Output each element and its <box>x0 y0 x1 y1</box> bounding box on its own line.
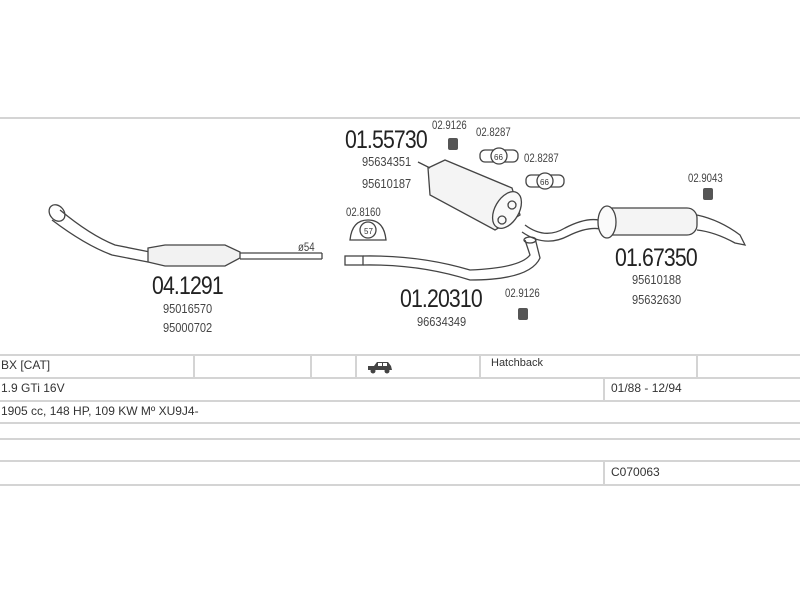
divider <box>0 117 800 119</box>
front-pipe-oe-1: 95016570 <box>163 301 213 316</box>
vehicle-model: BX [CAT] <box>1 358 51 372</box>
svg-text:66: 66 <box>494 153 503 162</box>
clamp-66-b-drawing: 66 <box>525 172 565 190</box>
exhaust-drawing: 57 66 66 <box>48 138 747 320</box>
car-icon <box>368 362 392 374</box>
middle-silencer-oe-1: 95634351 <box>362 154 412 169</box>
rubber-c-number: 02.9043 <box>688 171 723 185</box>
divider <box>603 460 605 484</box>
divider <box>310 354 312 377</box>
pipe-diameter: ø54 <box>298 240 315 254</box>
divider <box>0 484 800 486</box>
divider <box>0 377 800 379</box>
clamp-66-a-drawing: 66 <box>479 147 519 165</box>
divider <box>0 460 800 462</box>
divider <box>0 354 800 356</box>
intermediate-pipe-drawing <box>344 236 541 281</box>
vehicle-variant: 1.9 GTi 16V <box>1 381 65 395</box>
divider <box>0 422 800 424</box>
rubber-mount-drawings <box>448 138 713 320</box>
middle-silencer-drawing <box>417 159 523 231</box>
clamp-57-number: 02.8160 <box>346 205 381 219</box>
divider <box>603 377 605 400</box>
rear-silencer-oe-1: 95610188 <box>632 272 682 287</box>
vehicle-code: C070063 <box>611 465 660 479</box>
rear-silencer-number: 01.67350 <box>615 244 698 272</box>
vehicle-engine: 1905 cc, 148 HP, 109 KW Mº XU9J4- <box>1 404 199 418</box>
intermediate-pipe-number: 01.20310 <box>400 285 483 313</box>
clamp-66-a-number: 02.8287 <box>476 125 511 139</box>
rear-silencer-drawing <box>521 205 747 246</box>
middle-silencer-oe-2: 95610187 <box>362 176 412 191</box>
clamp-66-b-number: 02.8287 <box>524 151 559 165</box>
front-pipe-oe-2: 95000702 <box>163 320 213 335</box>
vehicle-years: 01/88 - 12/94 <box>611 381 682 395</box>
divider <box>0 400 800 402</box>
intermediate-pipe-oe-1: 96634349 <box>417 314 467 329</box>
rubber-b-number: 02.9126 <box>505 286 540 300</box>
divider <box>193 354 195 377</box>
middle-silencer-number: 01.55730 <box>345 126 428 154</box>
svg-text:66: 66 <box>540 178 549 187</box>
clamp-57-drawing: 57 <box>349 219 387 241</box>
front-pipe-number: 04.1291 <box>152 272 224 300</box>
divider <box>479 354 481 377</box>
vehicle-body: Hatchback <box>491 357 543 369</box>
svg-text:57: 57 <box>364 227 373 236</box>
rubber-a-number: 02.9126 <box>432 118 467 132</box>
divider <box>355 354 357 377</box>
front-pipe-drawing <box>48 204 323 267</box>
divider <box>696 354 698 377</box>
rear-silencer-oe-2: 95632630 <box>632 292 682 307</box>
divider <box>0 438 800 440</box>
